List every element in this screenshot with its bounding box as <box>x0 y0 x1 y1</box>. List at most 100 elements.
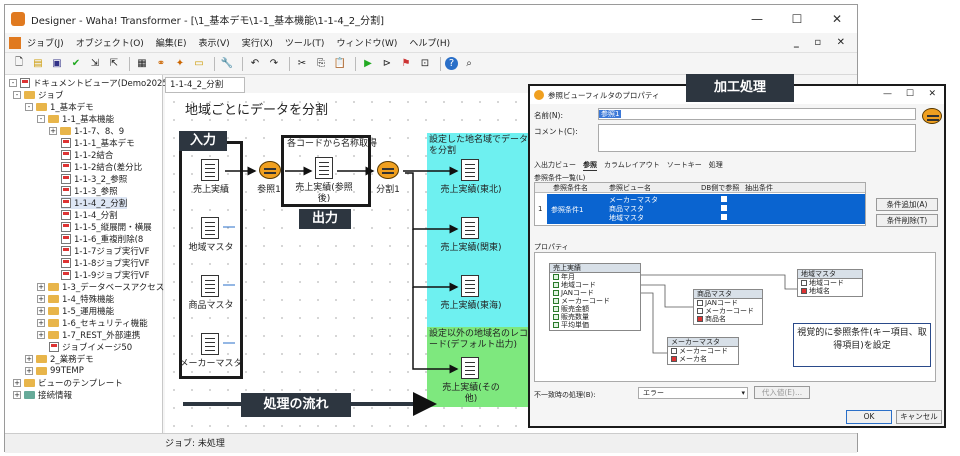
open-icon[interactable]: ▤ <box>33 58 43 69</box>
tab-column-layout[interactable]: カラムレイアウト <box>604 161 660 169</box>
tree-item-job[interactable]: 1-1-8ジョブ実行VF <box>61 257 150 269</box>
export-icon[interactable]: ⇱ <box>109 58 119 69</box>
copy-icon[interactable]: ⎘ <box>317 58 325 69</box>
field-row[interactable]: メーカーコード <box>668 347 738 355</box>
tree-item-job[interactable]: -ジョブ <box>13 89 64 101</box>
undo-icon[interactable]: ↶ <box>250 58 260 69</box>
tag-icon[interactable]: ✦ <box>175 58 185 69</box>
dialog-maximize-button[interactable]: ☐ <box>905 89 914 99</box>
field-row[interactable]: メーカ名 <box>668 355 738 363</box>
tree-item-folder[interactable]: +1-4_特殊機能 <box>37 295 115 305</box>
wrench-icon[interactable]: 🔧 <box>220 58 234 69</box>
link-icon[interactable]: ⚭ <box>156 58 166 69</box>
menu-job[interactable]: ジョブ(J) <box>27 39 64 49</box>
db-ref-checkbox[interactable] <box>721 205 727 211</box>
db-ref-checkbox[interactable] <box>721 196 727 202</box>
tree-item-job[interactable]: 1-1-7ジョブ実行VF <box>61 245 150 257</box>
tree-item-job[interactable]: 1-1-5_縦展開・横展 <box>61 221 152 233</box>
collapse-icon[interactable]: - <box>9 79 17 87</box>
save-icon[interactable]: ▣ <box>52 58 62 69</box>
tree-item-folder[interactable]: +1-5_運用機能 <box>37 307 115 317</box>
expand-icon[interactable]: + <box>13 391 21 399</box>
mdi-controls[interactable]: _ ▫ ✕ <box>793 37 851 48</box>
tree-item-selected[interactable]: 1-1-4_2_分割 <box>61 197 128 209</box>
tree-item-folder[interactable]: +1-3_データベースアクセス <box>37 283 165 293</box>
tab-sort-key[interactable]: ソートキー <box>666 161 702 169</box>
tab-process[interactable]: 処理 <box>708 161 723 169</box>
tree-item-job[interactable]: 1-1-9ジョブ実行VF <box>61 269 150 281</box>
field-row[interactable]: JANコード <box>550 289 640 297</box>
menu-window[interactable]: ウィンドウ(W) <box>336 39 398 49</box>
delete-condition-button[interactable]: 条件削除(T) <box>876 214 938 227</box>
paste-icon[interactable]: 📋 <box>333 58 347 69</box>
grid-icon[interactable]: ▦ <box>137 58 147 69</box>
tree-item-789[interactable]: +1-1-7、8、9 <box>49 127 125 137</box>
close-button[interactable]: ✕ <box>831 12 843 26</box>
stop-icon[interactable]: ⊡ <box>420 58 430 69</box>
cut-icon[interactable]: ✂ <box>297 58 307 69</box>
expand-icon[interactable]: + <box>37 319 45 327</box>
tab-reference[interactable]: 参照 <box>583 161 597 171</box>
tree-item-job[interactable]: 1-1-6_重複削除(8 <box>61 233 143 245</box>
tree-item-folder[interactable]: +1-6_セキュリティ機能 <box>37 319 148 329</box>
kanto-icon[interactable] <box>461 217 479 239</box>
field-row[interactable]: メーカーコード <box>694 307 762 315</box>
tree-item-basic-functions[interactable]: -1-1_基本機能 <box>37 113 114 125</box>
run-icon[interactable]: ▶ <box>364 58 372 69</box>
expand-icon[interactable]: + <box>37 331 45 339</box>
tree-item-connections[interactable]: +接続情報 <box>13 391 73 401</box>
help-icon[interactable]: ? <box>445 57 458 70</box>
tree-item-job[interactable]: ジョブイメージ50 <box>49 341 132 353</box>
check-icon[interactable]: ✔ <box>71 58 81 69</box>
substitute-button[interactable]: 代入値(E)... <box>754 386 810 399</box>
field-row[interactable]: 地域コード <box>550 281 640 289</box>
collapse-icon[interactable]: - <box>37 115 45 123</box>
step-icon[interactable]: ⊳ <box>382 58 392 69</box>
expand-icon[interactable]: + <box>37 283 45 291</box>
expand-icon[interactable]: + <box>13 379 21 387</box>
tree-item-job[interactable]: 1-1-2結合 <box>61 149 113 161</box>
name-field[interactable]: 参照1 <box>598 108 916 120</box>
collapse-icon[interactable]: - <box>13 91 21 99</box>
tree-item-job[interactable]: 1-1-4_分割 <box>61 209 118 221</box>
tokai-icon[interactable] <box>461 275 479 297</box>
field-row[interactable]: 年月 <box>550 273 640 281</box>
product-master-icon[interactable] <box>201 275 219 297</box>
import-icon[interactable]: ⇲ <box>90 58 100 69</box>
expand-icon[interactable]: + <box>37 295 45 303</box>
tree-item-folder[interactable]: +1-7_REST_外部連携 <box>37 331 141 341</box>
expand-icon[interactable]: + <box>37 307 45 315</box>
field-row[interactable]: 販売数量 <box>550 313 640 321</box>
maker-master-icon[interactable] <box>201 333 219 355</box>
dialog-minimize-button[interactable]: — <box>883 89 892 99</box>
field-row[interactable]: 平均単価 <box>550 321 640 329</box>
comment-field[interactable] <box>598 124 916 152</box>
tree-item-basic-demo[interactable]: -1_基本デモ <box>25 101 94 113</box>
menu-object[interactable]: オブジェクト(O) <box>75 39 144 49</box>
table-row[interactable] <box>547 194 865 224</box>
ok-button[interactable]: OK <box>846 410 892 424</box>
region-master-icon[interactable] <box>201 217 219 239</box>
expand-icon[interactable]: + <box>25 367 33 375</box>
add-condition-button[interactable]: 条件追加(A) <box>876 198 938 211</box>
field-row[interactable]: 地域名 <box>798 287 862 295</box>
expand-icon[interactable]: + <box>49 127 57 135</box>
menu-edit[interactable]: 編集(E) <box>155 39 187 49</box>
db-ref-checkbox[interactable] <box>721 214 727 220</box>
folder-icon[interactable]: ▭ <box>194 58 204 69</box>
new-icon[interactable]: 🗋 <box>14 57 24 68</box>
field-row[interactable]: 地域コード <box>798 279 862 287</box>
collapse-icon[interactable]: - <box>25 103 33 111</box>
menu-view[interactable]: 表示(V) <box>198 39 230 49</box>
other-icon[interactable] <box>461 357 479 379</box>
ref-filter-icon[interactable] <box>259 161 281 179</box>
tree-item-job[interactable]: 1-1-3_参照 <box>61 185 118 197</box>
cancel-button[interactable]: キャンセル <box>896 410 942 424</box>
tohoku-icon[interactable] <box>461 159 479 181</box>
field-row[interactable]: 販売金額 <box>550 305 640 313</box>
mismatch-select[interactable]: エラー▾ <box>638 387 748 399</box>
sales-ref-icon[interactable] <box>315 157 333 179</box>
menu-run[interactable]: 実行(X) <box>241 39 273 49</box>
tree-item-job[interactable]: 1-1-1_基本デモ <box>61 137 135 149</box>
field-row[interactable]: JANコード <box>694 299 762 307</box>
